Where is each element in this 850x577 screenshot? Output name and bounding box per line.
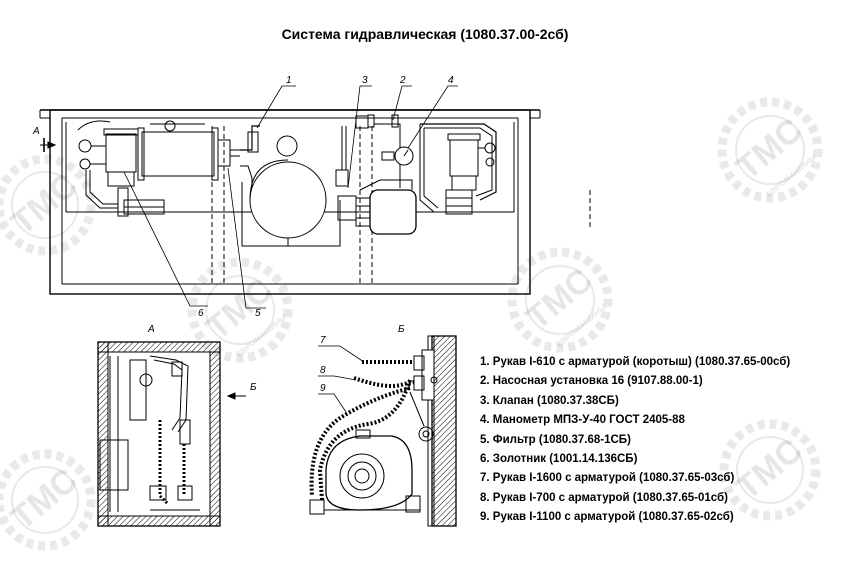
distributor-valve-right bbox=[445, 133, 496, 215]
callout-1: 1 bbox=[286, 75, 292, 86]
valve-and-pump bbox=[335, 114, 417, 235]
callout-2: 2 bbox=[399, 75, 406, 86]
callout-9: 9 bbox=[320, 383, 326, 394]
drawing-title: Система гидравлическая (1080.37.00-2сб) bbox=[281, 26, 569, 42]
distributor-valve-left bbox=[77, 120, 165, 217]
callout-3: 3 bbox=[362, 75, 368, 86]
tank-port-circle bbox=[276, 135, 298, 157]
callout-5: 5 bbox=[255, 308, 261, 319]
oil-tank bbox=[249, 161, 327, 239]
view-b-label: Б bbox=[398, 324, 405, 335]
legend-item: 4. Манометр МПЗ-У-40 ГОСТ 2405-88 bbox=[480, 414, 685, 427]
callout-4: 4 bbox=[448, 75, 454, 86]
legend-item: 8. Рукав I-700 с арматурой (1080.37.65-0… bbox=[480, 491, 728, 504]
view-b-section bbox=[309, 335, 457, 527]
legend-item: 7. Рукав I-1600 с арматурой (1080.37.65-… bbox=[480, 472, 735, 485]
watermark-group bbox=[0, 97, 823, 551]
parts-legend: 1. Рукав I-610 с арматурой (коротыш) (10… bbox=[480, 353, 790, 528]
callout-6: 6 bbox=[198, 308, 204, 319]
watermark-brand: TMC bbox=[4, 461, 85, 537]
manometer bbox=[381, 146, 414, 166]
callout-8: 8 bbox=[320, 365, 326, 376]
arrow-b-label: Б bbox=[250, 382, 257, 393]
legend-item: 3. Клапан (1080.37.38СБ) bbox=[480, 394, 619, 407]
callout-7: 7 bbox=[320, 335, 326, 346]
filter-housing bbox=[137, 120, 240, 181]
view-a-section bbox=[97, 341, 246, 527]
pump-motor bbox=[369, 189, 417, 235]
legend-item: 9. Рукав I-1100 с арматурой (1080.37.65-… bbox=[480, 511, 734, 524]
main-plan-view bbox=[39, 85, 591, 309]
legend-item: 2. Насосная установка 16 (9107.88.00-1) bbox=[480, 375, 703, 388]
view-a-label: А bbox=[147, 324, 155, 335]
legend-item: 1. Рукав I-610 с арматурой (коротыш) (10… bbox=[480, 356, 791, 368]
callout-leaders bbox=[123, 85, 458, 309]
legend-item: 5. Фильтр (1080.37.68-1СБ) bbox=[480, 433, 631, 446]
arrow-a-label: А bbox=[32, 126, 40, 137]
legend-item: 6. Золотник (1001.14.136СБ) bbox=[480, 453, 638, 466]
watermark-brand: TMC bbox=[4, 166, 85, 242]
